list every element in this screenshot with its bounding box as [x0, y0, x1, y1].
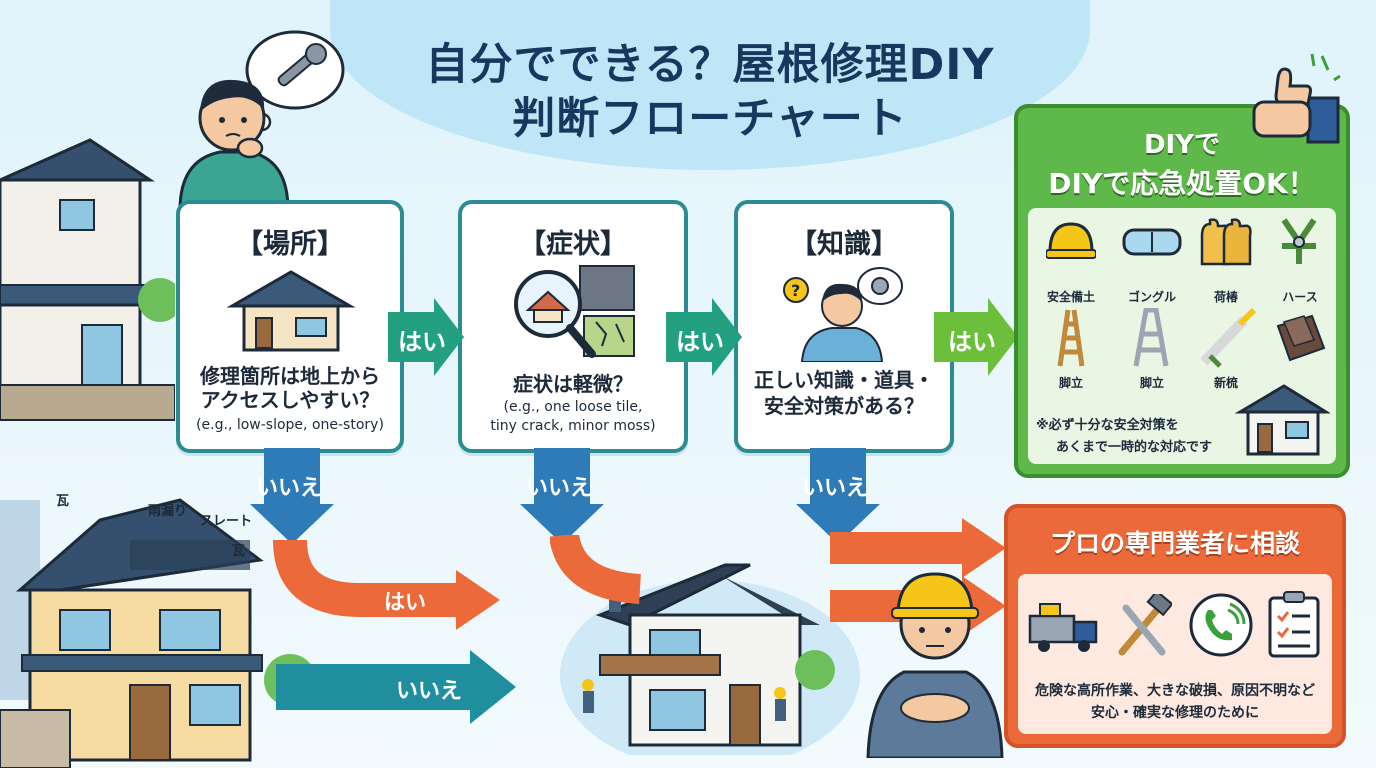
diy-note-line2: あくまで一時的な対応です: [1056, 440, 1213, 455]
thinking-person-illustration: [178, 30, 345, 210]
yes-label-bottom: はい: [384, 590, 426, 614]
wrench-icon: [277, 43, 327, 87]
card-question-symptom-1: 症状は軽微？: [513, 372, 633, 396]
label-tile-right: 瓦: [232, 544, 246, 559]
card-title-location: 【場所】: [236, 229, 344, 260]
pro-note-line1: 危険な高所作業、大きな破損、原因不明など: [1035, 683, 1315, 699]
label-leak: 雨漏り: [148, 504, 188, 519]
thumbs-up-icon: [1252, 53, 1341, 144]
no-label-3: いいえ: [802, 476, 869, 501]
hard-hat-icon: [1046, 222, 1096, 259]
yes-label-2: はい: [676, 328, 724, 356]
yes-label-3: はい: [948, 328, 996, 356]
pro-title: プロの専門業者に相談: [1049, 529, 1300, 558]
yes-label-1: はい: [398, 328, 446, 356]
tool-label-4: ハース: [1282, 290, 1318, 304]
card-question-knowledge-2: 安全対策がある？: [764, 394, 924, 418]
label-slate: スレート: [200, 514, 253, 529]
small-house-icon: [1234, 384, 1330, 456]
card-example-symptom-2: tiny crack, minor moss): [490, 418, 656, 434]
tool-label-5: 脚立: [1058, 376, 1083, 390]
house-illustration-bottom-left: [0, 498, 316, 768]
card-question-knowledge-1: 正しい知識・道具・: [754, 368, 934, 392]
card-question-location-1: 修理箇所は地上から: [200, 364, 380, 388]
pro-result-panel: プロの専門業者に相談 危険な高所作業、大きな破損、原因不明など 安心・確実な修理…: [1004, 504, 1346, 748]
page-subtitle: 判断フローチャート: [512, 94, 908, 144]
yes-arrow-3: [934, 298, 1018, 376]
tool-label-2: ゴングル: [1127, 290, 1176, 304]
orange-arrow-top-right: [830, 518, 1006, 578]
card-example-symptom-1: (e.g., one loose tile,: [503, 399, 643, 415]
ladder-icon: [1057, 309, 1085, 367]
diy-title-line1: DIYで: [1143, 130, 1221, 160]
house-with-workers-illustration: [560, 563, 860, 755]
tool-label-6: 脚立: [1139, 376, 1164, 390]
flow-card-location: 【場所】 修理箇所は地上から アクセスしやすい？ (e.g., low-slop…: [176, 200, 404, 453]
gloves-icon: [1200, 218, 1252, 266]
card-title-knowledge: 【知識】: [790, 229, 898, 260]
card-example-location-1: (e.g., low-slope, one-story): [196, 417, 384, 433]
harness-icon: [1281, 218, 1317, 264]
no-label-1: いいえ: [256, 476, 323, 501]
card-title-symptom: 【症状】: [519, 229, 627, 260]
phone-icon: [1189, 593, 1253, 657]
diy-note-line1: ※必ず十分な安全対策を: [1036, 418, 1179, 433]
roof-tile-icon: [1276, 314, 1326, 362]
hammer-wrench-icon: [1118, 594, 1172, 656]
no-arrow-1: [250, 448, 334, 544]
orange-arrow-center: [550, 535, 642, 604]
orange-arrow-left: [273, 540, 500, 630]
stepladder-icon: [1133, 308, 1169, 367]
diy-tools-area: 安全備土 ゴングル 荷椿 ハース 脚立 脚立 新梳 ※必ず十分な安全対策を あ: [1028, 208, 1336, 464]
house-illustration-top-left: [0, 138, 175, 421]
no-arrow-bottom: [276, 650, 516, 724]
tool-label-3: 荷椿: [1213, 290, 1238, 304]
construction-worker-illustration: [866, 572, 1004, 758]
flow-card-symptom: 【症状】 症状は軽微？ (e.g., one loose tile, tiny …: [458, 200, 688, 453]
magnifier-roof-icon: [514, 265, 635, 358]
no-arrow-2: [520, 448, 604, 544]
yes-arrow-1: [388, 298, 464, 376]
tool-label-1: 安全備土: [1046, 290, 1095, 304]
no-label-2: いいえ: [526, 476, 593, 501]
diy-result-panel: DIYで DIYで応急処置OK！ 安全備土 ゴングル 荷椿 ハース: [1014, 104, 1350, 478]
flow-card-knowledge: 【知識】 ? 正しい知識・道具・ 安全対策がある？: [734, 200, 954, 453]
no-arrow-3: [796, 448, 880, 544]
yes-arrow-2: [666, 298, 742, 376]
tool-label-7: 新梳: [1213, 376, 1238, 390]
checklist-icon: [1268, 591, 1320, 658]
no-label-bottom: いいえ: [396, 679, 463, 704]
truck-icon: [1028, 603, 1098, 652]
pro-note-line2: 安心・確実な修理のために: [1091, 705, 1259, 721]
page-title: 自分でできる？屋根修理DIY: [425, 40, 995, 90]
pro-icons-area: 危険な高所作業、大きな破損、原因不明など 安心・確実な修理のために: [1018, 574, 1332, 734]
label-tile-left: 瓦: [56, 494, 70, 509]
diy-title-line2: DIYで応急処置OK！: [1048, 167, 1316, 200]
card-question-location-2: アクセスしやすい？: [200, 388, 380, 412]
thinking-person-gear-icon: ?: [783, 267, 903, 362]
caulking-gun-icon: [1200, 308, 1256, 368]
goggles-icon: [1122, 228, 1182, 256]
house-icon: [226, 270, 356, 352]
svg-text:?: ?: [791, 281, 800, 300]
